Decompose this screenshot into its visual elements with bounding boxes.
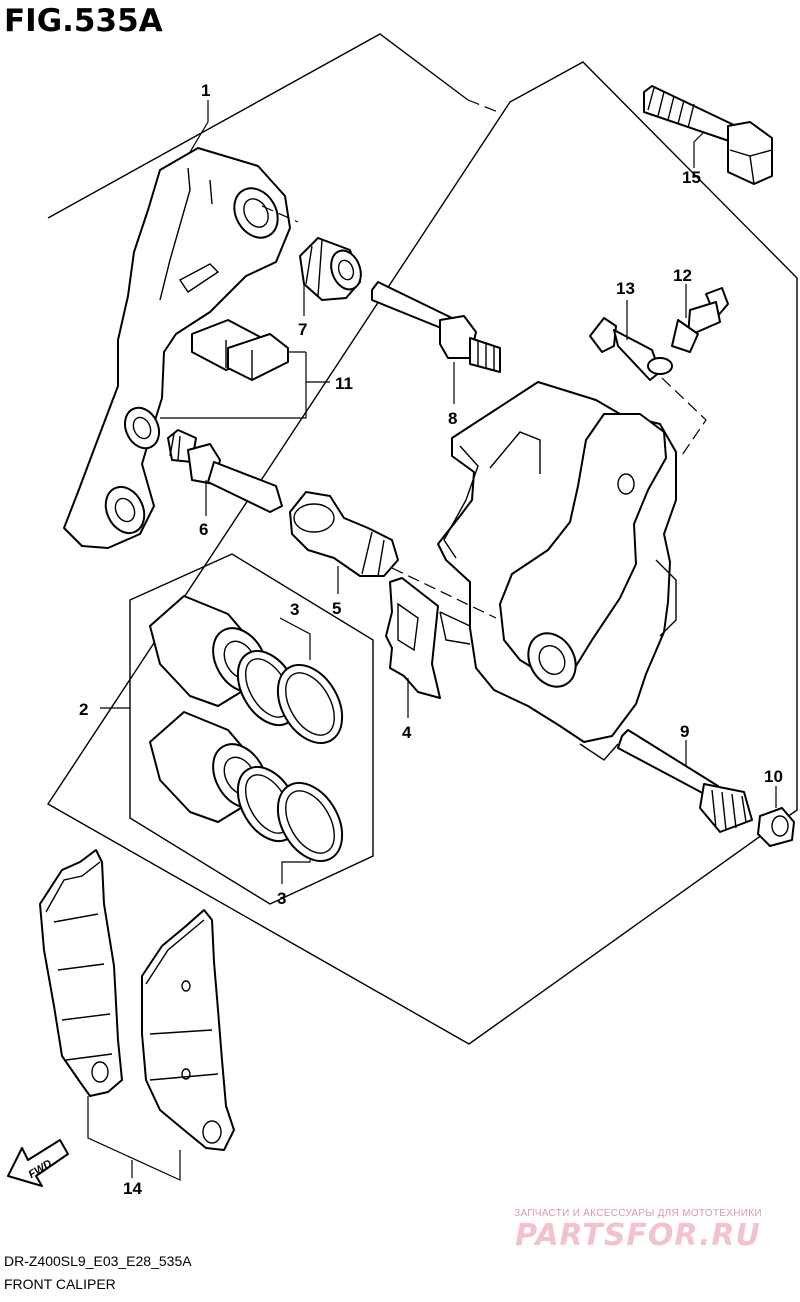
watermark-tagline: ЗАПЧАСТИ И АКСЕССУАРЫ ДЛЯ МОТОТЕХНИКИ	[514, 1208, 762, 1219]
callout-4: 4	[402, 723, 412, 742]
callout-11: 11	[335, 374, 353, 393]
callout-12: 12	[673, 266, 692, 285]
part-1-caliper-bracket	[63, 147, 291, 549]
part-2-piston-lower	[149, 711, 268, 823]
part-4-pad-spring	[385, 577, 441, 699]
part-8-pin	[371, 281, 501, 373]
frame-dashed-gap	[467, 99, 499, 113]
callout-3-upper: 3	[290, 600, 299, 619]
caliper-body	[437, 381, 677, 761]
leader-dashed-12	[661, 377, 707, 459]
part-12-bleeder-valve	[671, 287, 729, 353]
callout-13: 13	[616, 279, 635, 298]
piston-subframe	[129, 553, 374, 905]
watermark-brand: PARTSFOR.RU	[515, 1218, 761, 1253]
part-14-pad-right	[141, 909, 235, 1151]
assembly-frame	[47, 33, 798, 1045]
callout-15: 15	[682, 168, 701, 187]
callout-9: 9	[680, 722, 689, 741]
part-10-plug	[757, 807, 795, 847]
part-9-pin	[617, 729, 753, 833]
leader-dashed-5	[391, 567, 497, 619]
part-2-piston-upper	[149, 595, 268, 707]
callout-14: 14	[123, 1179, 142, 1198]
fwd-arrow-icon: FWD	[7, 1139, 69, 1187]
figure-caption: FRONT CALIPER	[4, 1276, 116, 1292]
callout-6: 6	[199, 520, 208, 539]
watermark-logo: ЗАПЧАСТИ И АКСЕССУАРЫ ДЛЯ МОТОТЕХНИКИ PA…	[488, 1208, 788, 1253]
part-15-bolt	[643, 85, 773, 185]
callout-1: 1	[201, 81, 210, 100]
figure-model-code: DR-Z400SL9_E03_E28_535A	[4, 1253, 192, 1269]
callout-8: 8	[448, 409, 457, 428]
callout-10: 10	[764, 767, 783, 786]
part-11-clips	[191, 319, 289, 381]
part-6-pin	[167, 429, 283, 513]
part-3-seals-lower	[236, 766, 344, 862]
part-14-pad-left	[39, 849, 123, 1097]
leader-lines	[87, 100, 777, 1181]
figure-title: FIG.535A	[4, 3, 163, 39]
part-5-boot	[289, 491, 399, 577]
part-3-seals-upper	[236, 650, 344, 744]
part-7-boot	[299, 237, 362, 301]
callout-7: 7	[298, 320, 307, 339]
callout-3-lower: 3	[277, 889, 286, 908]
callout-2: 2	[79, 700, 88, 719]
leader-dashed-1	[261, 205, 299, 223]
part-13-bleeder-cap	[589, 317, 673, 381]
callout-5: 5	[332, 599, 341, 618]
